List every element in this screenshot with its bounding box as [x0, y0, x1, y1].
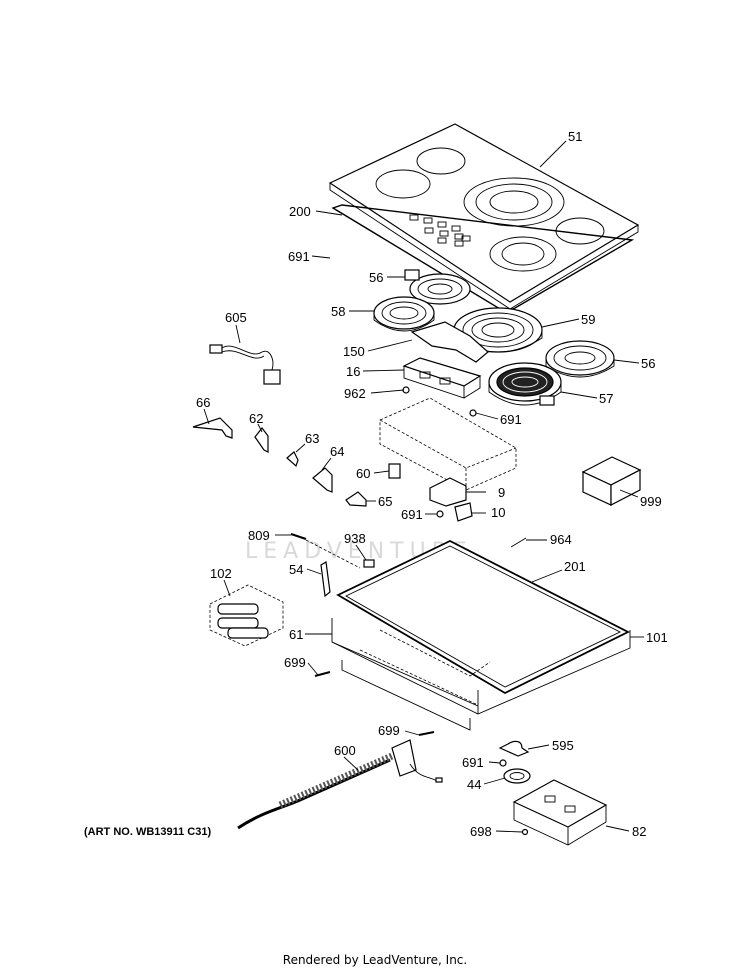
callout-600[interactable]: 600: [334, 743, 356, 758]
callout-691[interactable]: 691: [288, 249, 310, 264]
callout-44[interactable]: 44: [467, 777, 481, 792]
footer-credit: Rendered by LeadVenture, Inc.: [282, 953, 468, 967]
screw-691-b[interactable]: [469, 409, 477, 417]
callout-964[interactable]: 964: [550, 532, 572, 547]
terminal-assembly-102[interactable]: [209, 584, 284, 647]
callout-16[interactable]: 16: [346, 364, 360, 379]
surface-unit-57[interactable]: [488, 362, 562, 406]
bracket-9[interactable]: [429, 477, 467, 507]
bracket-65[interactable]: [345, 491, 367, 507]
callout-809[interactable]: 809: [248, 528, 270, 543]
screw-691-c[interactable]: [436, 510, 444, 518]
burner-box-outline: [379, 397, 517, 491]
bracket-54[interactable]: [320, 561, 331, 598]
callout-102[interactable]: 102: [210, 566, 232, 581]
surface-unit-56-front[interactable]: [545, 340, 615, 378]
callout-58[interactable]: 58: [331, 304, 345, 319]
switch-60[interactable]: [388, 463, 401, 479]
callout-54[interactable]: 54: [289, 562, 303, 577]
bracket-66[interactable]: [192, 417, 233, 439]
callout-691[interactable]: 691: [401, 507, 423, 522]
callout-56[interactable]: 56: [641, 356, 655, 371]
callout-699[interactable]: 699: [378, 723, 400, 738]
callout-101[interactable]: 101: [646, 630, 668, 645]
callout-64[interactable]: 64: [330, 444, 344, 459]
control-board-16[interactable]: [402, 357, 482, 399]
callout-56[interactable]: 56: [369, 270, 383, 285]
callout-62[interactable]: 62: [249, 411, 263, 426]
callout-605[interactable]: 605: [225, 310, 247, 325]
art-number: (ART NO. WB13911 C31): [84, 826, 212, 838]
callout-82[interactable]: 82: [632, 824, 646, 839]
callout-51[interactable]: 51: [568, 129, 582, 144]
callout-595[interactable]: 595: [552, 738, 574, 753]
cooktop-gasket[interactable]: [331, 204, 635, 313]
callout-698[interactable]: 698: [470, 824, 492, 839]
callout-59[interactable]: 59: [581, 312, 595, 327]
screw-699-b[interactable]: [418, 731, 435, 736]
clamp-595[interactable]: [498, 740, 530, 757]
callout-201[interactable]: 201: [564, 559, 586, 574]
bracket-63[interactable]: [286, 451, 299, 468]
callout-200[interactable]: 200: [289, 204, 311, 219]
callout-66[interactable]: 66: [196, 395, 210, 410]
trim-frame-201[interactable]: [336, 539, 631, 695]
screw-691-d[interactable]: [499, 759, 507, 767]
callout-150[interactable]: 150: [343, 344, 365, 359]
surface-unit-58[interactable]: [373, 296, 435, 332]
leader-lines: [203, 140, 644, 833]
screw-809[interactable]: [290, 533, 307, 540]
callout-999[interactable]: 999: [640, 494, 662, 509]
callout-699[interactable]: 699: [284, 655, 306, 670]
callout-691[interactable]: 691: [500, 412, 522, 427]
bracket-150[interactable]: [410, 321, 489, 363]
callout-labels: 51 200 691 56 58 59 605 150 56 16 962 57…: [196, 129, 668, 839]
screw-698[interactable]: [521, 828, 529, 836]
callout-10[interactable]: 10: [491, 505, 505, 520]
callout-61[interactable]: 61: [289, 627, 303, 642]
control-board-82[interactable]: [512, 779, 608, 846]
screw-699-a[interactable]: [314, 671, 331, 677]
callout-962[interactable]: 962: [344, 386, 366, 401]
callout-57[interactable]: 57: [599, 391, 613, 406]
surface-unit-56-rear[interactable]: [404, 269, 471, 305]
wire-964[interactable]: [510, 537, 527, 548]
literature-pack-999[interactable]: [581, 456, 642, 506]
bracket-64[interactable]: [312, 467, 333, 493]
callout-938[interactable]: 938: [344, 531, 366, 546]
callout-60[interactable]: 60: [356, 466, 370, 481]
clip-938[interactable]: [363, 559, 375, 568]
terminal-block-10[interactable]: [454, 502, 473, 522]
callout-691[interactable]: 691: [462, 755, 484, 770]
callout-65[interactable]: 65: [378, 494, 392, 509]
bushing-44[interactable]: [503, 768, 531, 784]
wire-harness-605[interactable]: [209, 344, 281, 385]
callout-63[interactable]: 63: [305, 431, 319, 446]
power-cord-600[interactable]: [237, 739, 443, 830]
burner-box-61[interactable]: [341, 629, 491, 731]
callout-9[interactable]: 9: [498, 485, 505, 500]
